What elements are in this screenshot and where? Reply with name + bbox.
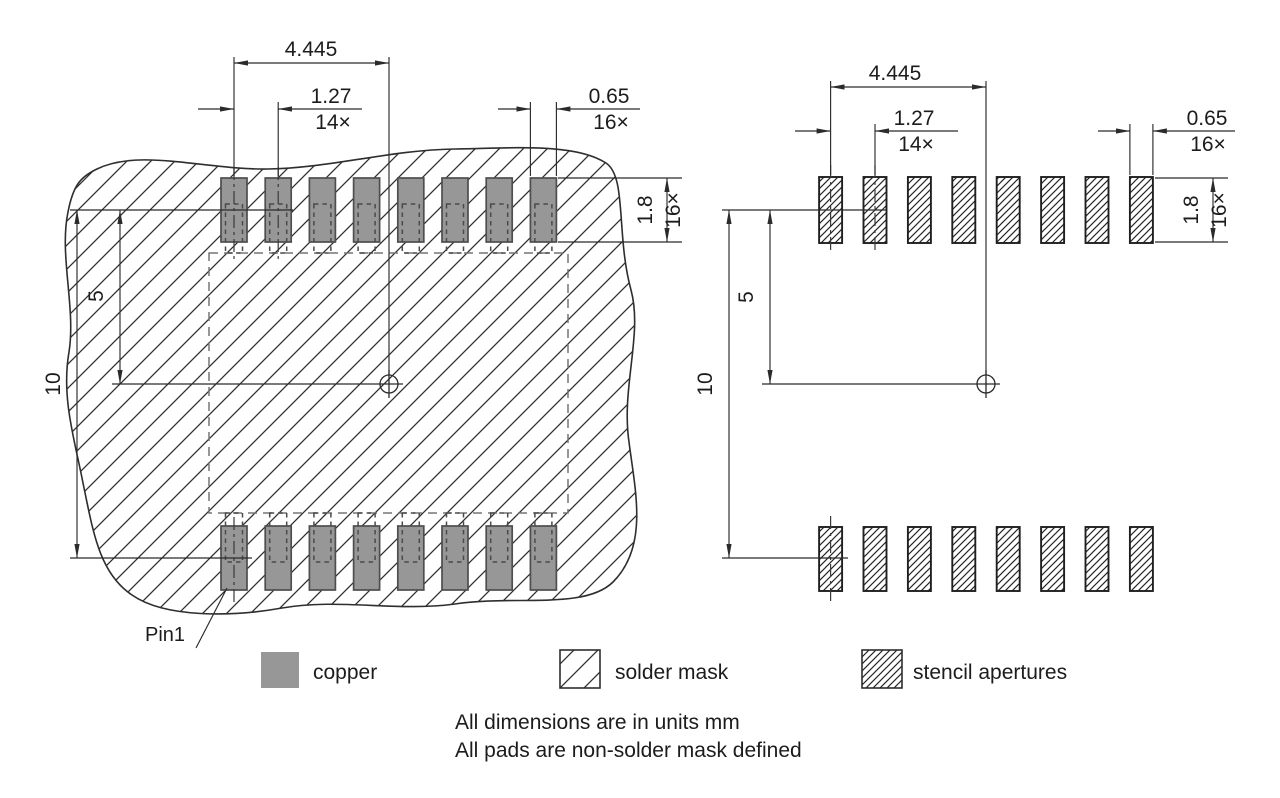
legend-swatch-stencil <box>861 649 903 689</box>
lead-outline-row-bottom <box>224 512 553 563</box>
dim-label-center-distance: 5 <box>735 291 758 303</box>
stencil-aperture <box>951 526 977 592</box>
note-units: All dimensions are in units mm <box>455 711 740 734</box>
lead-outline <box>401 203 421 254</box>
dim-label-row-distance: 10 <box>42 372 65 395</box>
right-dimension-lines <box>722 81 1235 559</box>
solder-mask-region <box>64 146 638 615</box>
legend-label-solder-mask: solder mask <box>615 661 729 684</box>
lead-outline <box>313 203 332 254</box>
dim-label-pad-width: 0.65 <box>589 85 630 108</box>
dim-label-span: 4.445 <box>869 62 922 85</box>
component-body-outline <box>208 252 569 514</box>
dim-label-span: 4.445 <box>285 38 338 61</box>
lead-outline <box>445 203 465 254</box>
lead-outline <box>489 512 509 563</box>
legend-swatch-copper <box>261 652 299 688</box>
stencil-diagram: 4.445 1.27 14× 0.65 16× 1.8 16× 10 5 <box>694 62 1235 602</box>
dim-label-aperture-height-count: 16× <box>1208 192 1231 228</box>
stencil-aperture <box>1040 526 1066 592</box>
dim-label-row-distance: 10 <box>694 372 717 395</box>
dim-label-pad-height: 1.8 <box>634 195 657 224</box>
lead-outline <box>268 512 288 563</box>
lead-outline <box>534 203 553 254</box>
dim-label-pitch-count: 14× <box>315 111 351 134</box>
left-dimension-lines <box>70 57 682 559</box>
dim-label-aperture-width: 0.65 <box>1187 107 1228 130</box>
aperture-row-bottom <box>818 526 1154 592</box>
stencil-aperture <box>1128 176 1154 244</box>
lead-outline <box>357 203 376 254</box>
stencil-aperture <box>1084 526 1110 592</box>
stencil-aperture <box>995 176 1021 244</box>
stencil-aperture <box>1128 526 1154 592</box>
dim-label-pitch: 1.27 <box>894 107 935 130</box>
note-mask-defined: All pads are non-solder mask defined <box>455 739 802 762</box>
stencil-aperture <box>1040 176 1066 244</box>
lead-outline <box>401 512 421 563</box>
legend-label-copper: copper <box>313 661 377 684</box>
aperture-centerlines <box>829 165 876 602</box>
lead-outline <box>534 512 553 563</box>
dim-label-pitch-count: 14× <box>898 133 934 156</box>
dim-label-pad-width-count: 16× <box>593 111 629 134</box>
dim-label-aperture-width-count: 16× <box>1190 133 1226 156</box>
stencil-aperture <box>862 526 888 592</box>
lead-outline <box>357 512 376 563</box>
stencil-aperture <box>1084 176 1110 244</box>
dim-label-pitch: 1.27 <box>311 85 352 108</box>
lead-outline <box>313 512 332 563</box>
legend-swatch-solder-mask <box>559 649 601 689</box>
lead-outline <box>224 512 244 563</box>
stencil-aperture <box>906 526 932 592</box>
land-pattern-diagram: 4.445 1.27 14× 0.65 16× 1.8 16× 10 5 Pin… <box>42 38 685 649</box>
pad-centerlines <box>233 167 279 606</box>
stencil-aperture <box>995 526 1021 592</box>
stencil-aperture <box>951 176 977 244</box>
dim-label-aperture-height: 1.8 <box>1180 195 1203 224</box>
legend-label-stencil: stencil apertures <box>913 661 1067 684</box>
legend: copper solder mask stencil apertures <box>261 649 1067 689</box>
pin1-leader-line <box>195 587 228 649</box>
dim-label-pad-height-count: 16× <box>662 192 685 228</box>
dim-label-center-distance: 5 <box>85 290 108 302</box>
pin1-label: Pin1 <box>145 624 185 646</box>
lead-outline <box>445 512 465 563</box>
lead-outline <box>489 203 509 254</box>
stencil-aperture <box>906 176 932 244</box>
